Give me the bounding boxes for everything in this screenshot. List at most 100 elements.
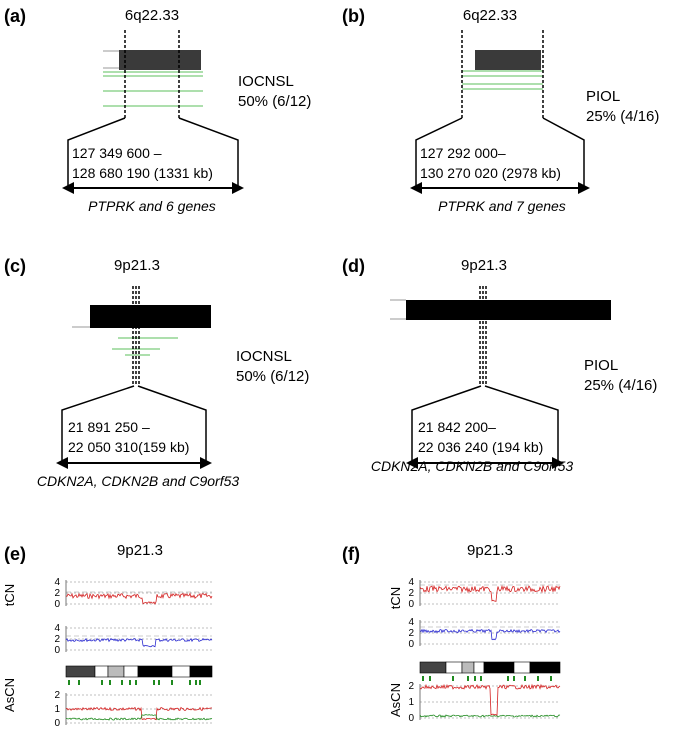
tcn-tick-label: 4: [408, 617, 414, 628]
zoom-outline-right: [484, 385, 559, 463]
ideogram-band: [529, 661, 561, 674]
frequency-label-c: 50% (6/12): [236, 368, 309, 385]
ascn-tick-label: 2: [54, 690, 60, 701]
marker-tick: [199, 680, 201, 685]
marker-tick: [550, 676, 552, 681]
marker-tick: [189, 680, 191, 685]
coord-start-c: 21 891 250 –: [68, 419, 150, 435]
group-label-a: IOCNSL: [238, 73, 294, 90]
coord-start-d: 21 842 200–: [418, 419, 496, 435]
ideogram-band: [123, 665, 139, 678]
panel-label-c: (c): [4, 256, 26, 276]
marker-tick: [68, 680, 70, 685]
deletion-bar-b: [475, 50, 541, 70]
y-axis-label-tcn-f: tCN: [388, 587, 403, 609]
arrowhead-right-icon: [578, 182, 590, 194]
marker-tick: [135, 680, 137, 685]
tcn-tick-label: 4: [408, 577, 414, 588]
tcn-tick-label: 0: [408, 599, 414, 610]
cytoband-label-b: 6q22.33: [463, 7, 517, 24]
genes-label-d-visible: CDKN2A, CDKN2B and C9orf53: [371, 458, 574, 474]
marker-tick: [195, 680, 197, 685]
panel-label-d: (d): [342, 256, 365, 276]
marker-tick: [109, 680, 111, 685]
tcn-series-line: [65, 637, 213, 648]
tcn-tick-label: 2: [54, 634, 60, 645]
panel-b: (b) 6q22.33 127 292 000– 130 270 020 (29…: [342, 6, 659, 214]
deletion-bar-d: [406, 300, 611, 320]
cytoband-label-d: 9p21.3: [461, 257, 507, 274]
marker-tick: [474, 676, 476, 681]
zoom-outline-right: [542, 117, 585, 188]
tcn-series-line: [65, 592, 213, 605]
frequency-label-b: 25% (4/16): [586, 108, 659, 125]
coord-start-b: 127 292 000–: [420, 145, 506, 161]
y-axis-label-ascn-f: AsCN: [388, 683, 403, 717]
cytoband-label-e: 9p21.3: [117, 542, 163, 559]
arrowhead-left-icon: [56, 457, 68, 469]
zoom-outline-left: [411, 385, 482, 463]
panel-label-a: (a): [4, 6, 26, 26]
tcn-tick-label: 4: [54, 577, 60, 588]
cytoband-label-f: 9p21.3: [467, 542, 513, 559]
marker-tick: [467, 676, 469, 681]
tcn-tick-label: 0: [54, 599, 60, 610]
zoom-outline-right: [178, 117, 239, 188]
ideogram-band: [137, 665, 173, 678]
coord-end-c: 22 050 310(159 kb): [68, 439, 189, 455]
ascn-minor-line: [419, 714, 561, 718]
marker-tick: [429, 676, 431, 681]
group-label-b: PIOL: [586, 88, 620, 105]
ascn-tick-label: 1: [408, 697, 414, 708]
arrowhead-left-icon: [410, 182, 422, 194]
tcn-tick-label: 2: [54, 588, 60, 599]
cytoband-label-c: 9p21.3: [114, 257, 160, 274]
marker-tick: [78, 680, 80, 685]
tcn-tick-label: 2: [408, 628, 414, 639]
genes-label-b: PTPRK and 7 genes: [438, 198, 566, 214]
tcn-tick-label: 2: [408, 588, 414, 599]
ideogram-band: [107, 665, 125, 678]
panel-label-b: (b): [342, 6, 365, 26]
genes-label-c: CDKN2A, CDKN2B and C9orf53: [37, 473, 240, 489]
coord-end-a: 128 680 190 (1331 kb): [72, 165, 213, 181]
ideogram-band: [171, 665, 191, 678]
genes-label-a: PTPRK and 6 genes: [88, 198, 216, 214]
frequency-label-d: 25% (4/16): [584, 377, 657, 394]
ideogram-band: [65, 665, 96, 678]
coord-end-b: 130 270 020 (2978 kb): [420, 165, 561, 181]
ideogram-band: [483, 661, 515, 674]
group-label-d: PIOL: [584, 357, 618, 374]
panel-c: (c) 9p21.3 21 891 250 – 22 050 310(159 k…: [4, 256, 309, 489]
ideogram-band: [419, 661, 447, 674]
cytoband-label-a: 6q22.33: [125, 7, 179, 24]
ideogram-band: [94, 665, 109, 678]
ideogram-band: [445, 661, 463, 674]
tcn-series-line: [419, 628, 561, 641]
y-axis-label-tcn-e: tCN: [2, 584, 17, 606]
tcn-tick-label: 0: [408, 639, 414, 650]
marker-tick: [480, 676, 482, 681]
y-axis-label-ascn-e: AsCN: [2, 678, 17, 712]
zoom-outline-left: [415, 117, 463, 188]
arrowhead-right-icon: [200, 457, 212, 469]
group-label-c: IOCNSL: [236, 348, 292, 365]
marker-tick: [171, 680, 173, 685]
ideogram-band: [461, 661, 475, 674]
zoom-outline-left: [67, 117, 126, 188]
panel-label-e: (e): [4, 544, 26, 564]
tcn-tick-label: 4: [54, 623, 60, 634]
ideogram-band: [513, 661, 531, 674]
ascn-tick-label: 1: [54, 704, 60, 715]
marker-tick: [524, 676, 526, 681]
ascn-tick-label: 2: [408, 681, 414, 692]
coord-start-a: 127 349 600 –: [72, 145, 162, 161]
ascn-tick-label: 0: [408, 713, 414, 724]
marker-tick: [507, 676, 509, 681]
marker-tick: [537, 676, 539, 681]
marker-tick: [129, 680, 131, 685]
